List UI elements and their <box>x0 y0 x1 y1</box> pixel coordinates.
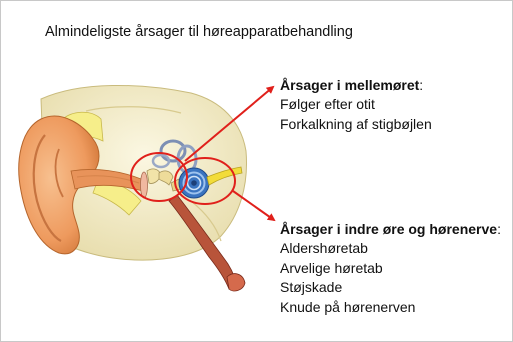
inner-ear-item: Aldershøretab <box>280 239 501 259</box>
middle-ear-item: Forkalkning af stigbøjlen <box>280 115 432 135</box>
inner-ear-item: Knude på hørenerven <box>280 298 501 318</box>
middle-ear-causes: Årsager i mellemøret: Følger efter otit … <box>280 76 432 134</box>
eardrum <box>141 172 148 198</box>
inner-ear-item: Arvelige høretab <box>280 259 501 279</box>
inner-ear-heading: Årsager i indre øre og hørenerve: <box>280 220 501 239</box>
middle-ear-item: Følger efter otit <box>280 95 432 115</box>
inner-ear-causes: Årsager i indre øre og hørenerve: Alders… <box>280 220 501 317</box>
inner-ear-item: Støjskade <box>280 278 501 298</box>
middle-ear-heading: Årsager i mellemøret: <box>280 76 432 95</box>
cochlea <box>179 168 209 198</box>
